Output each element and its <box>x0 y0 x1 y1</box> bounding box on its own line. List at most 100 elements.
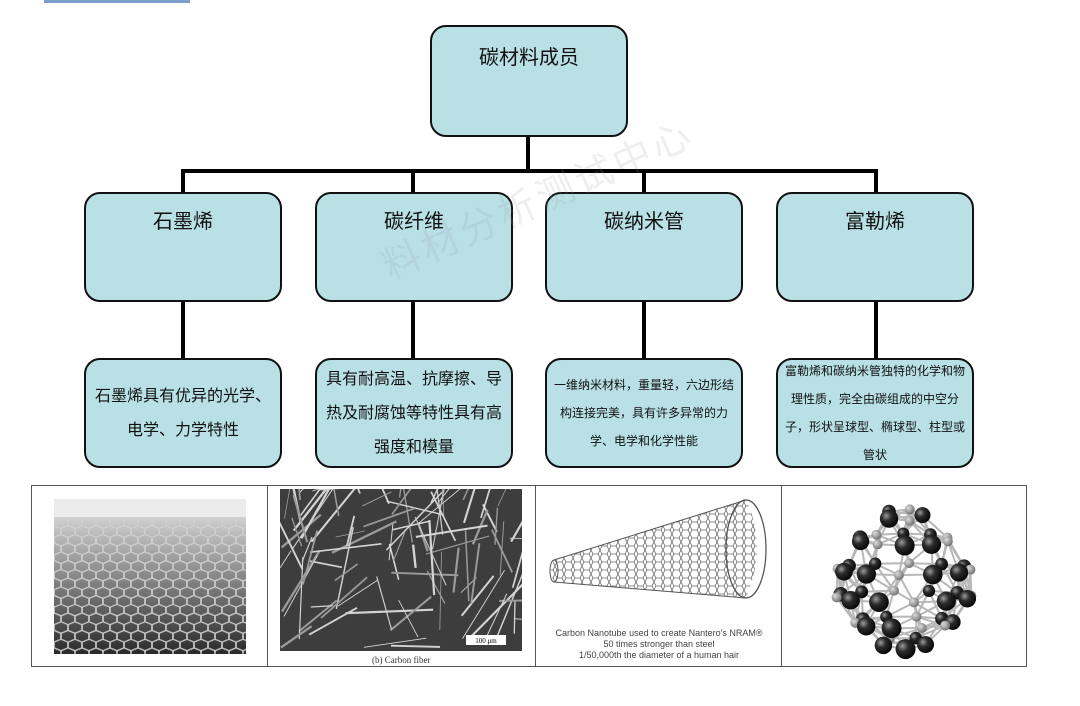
fullerene-atom <box>881 618 902 639</box>
carbon-fiber-strand <box>389 595 432 632</box>
carbon-fiber-strand <box>334 563 359 582</box>
carbon-fiber-strand <box>462 569 505 640</box>
carbon-fiber-strand <box>391 571 459 577</box>
carbon-fiber-strand <box>388 523 394 561</box>
carbon-fiber-strand <box>363 637 427 648</box>
fullerene-atom <box>904 558 915 569</box>
graphene-lattice-image <box>54 499 246 654</box>
carbon-fiber-strand <box>392 531 406 561</box>
carbon-fiber-strand <box>320 576 368 619</box>
fullerene-atom <box>893 570 904 581</box>
connector-to-carbon-fiber <box>411 169 415 193</box>
fullerene-atom <box>922 584 936 598</box>
fullerene-atom <box>856 616 876 636</box>
fullerene-bond <box>898 574 915 603</box>
fullerene-atom <box>856 564 877 584</box>
description-node-carbon-fiber: 具有耐高温、抗摩擦、导热及耐腐蚀等特性具有高强度和模量 <box>315 358 513 468</box>
fullerene-atom <box>936 591 956 611</box>
carbon-fiber-strand <box>430 489 439 504</box>
root-node: 碳材料成员 <box>430 25 628 137</box>
fullerene-atom <box>942 536 953 547</box>
connector-graphene-desc <box>181 302 185 359</box>
carbon-fiber-strand <box>464 530 470 602</box>
fullerene-atom <box>904 515 915 526</box>
carbon-fiber-strand <box>302 530 318 585</box>
fullerene-atom <box>872 539 883 550</box>
carbon-fiber-strand <box>417 489 461 525</box>
fullerene-atom <box>904 504 915 515</box>
fullerene-atom <box>916 622 927 633</box>
fullerene-atom <box>835 562 853 581</box>
fullerene-atom <box>922 564 943 585</box>
fullerene-atom <box>879 509 899 528</box>
carbon-fiber-strand <box>283 555 318 617</box>
carbon-fiber-strand <box>345 608 434 615</box>
carbon-fiber-image: 100 μm <box>280 489 522 651</box>
carbon-fiber-strand <box>513 601 516 634</box>
connector-horizontal <box>181 169 878 173</box>
fullerene-molecule-image <box>831 504 977 660</box>
carbon-fiber-strand <box>493 573 522 643</box>
category-label-fullerene: 富勒烯 <box>845 209 905 233</box>
fullerene-atom <box>841 590 860 610</box>
carbon-fiber-strand <box>510 520 522 543</box>
category-label-graphene: 石墨烯 <box>153 209 213 233</box>
connector-nanotube-desc <box>642 302 646 359</box>
carbon-fiber-strand <box>281 549 321 613</box>
carbon-fiber-strand <box>337 579 379 607</box>
description-node-fullerene: 富勒烯和碳纳米管独特的化学和物理性质，完全由碳组成的中空分子，形状呈球型、椭球型… <box>776 358 974 468</box>
fullerene-atom <box>831 592 842 603</box>
category-label-carbon-fiber: 碳纤维 <box>384 209 444 233</box>
carbon-fiber-strand <box>376 576 392 630</box>
carbon-fiber-strand <box>460 575 495 617</box>
image-cell-fullerene <box>782 486 1026 666</box>
carbon-fiber-strand <box>309 560 343 569</box>
connector-carbon-fiber-desc <box>411 302 415 359</box>
connector-to-fullerene <box>874 169 878 193</box>
carbon-fiber-strand <box>308 606 358 636</box>
carbon-fiber-strand <box>333 489 340 517</box>
carbon-fiber-strand <box>363 507 416 528</box>
carbon-fiber-strand <box>509 537 522 539</box>
category-node-nanotube: 碳纳米管 <box>545 192 743 302</box>
scale-bar-box <box>466 635 506 645</box>
carbon-fiber-strand <box>291 517 303 547</box>
carbon-fiber-strand <box>362 491 392 507</box>
image-panel: 100 μm (b) Carbon fiber Carbon Nanotube … <box>31 485 1027 667</box>
carbon-fiber-strand <box>430 491 457 542</box>
carbon-fiber-strand <box>386 500 444 516</box>
category-node-carbon-fiber: 碳纤维 <box>315 192 513 302</box>
connector-to-graphene <box>181 169 185 193</box>
carbon-fiber-strand <box>499 599 522 602</box>
carbon-fiber-strand <box>301 536 313 562</box>
fullerene-atom <box>869 592 889 612</box>
carbon-fiber-strand <box>280 625 313 649</box>
carbon-fiber-strand <box>462 489 469 501</box>
carbon-fiber-strand <box>439 551 442 630</box>
fullerene-atom <box>851 532 870 551</box>
carbon-fiber-strand <box>299 489 322 516</box>
fullerene-atom <box>889 585 900 596</box>
carbon-fiber-strand <box>513 617 522 621</box>
description-text-carbon-fiber: 具有耐高温、抗摩擦、导热及耐腐蚀等特性具有高强度和模量 <box>325 369 502 456</box>
carbon-fiber-strand <box>309 542 382 554</box>
category-label-nanotube: 碳纳米管 <box>604 209 684 233</box>
fullerene-atom <box>894 535 915 556</box>
carbon-fiber-strand <box>298 489 301 501</box>
category-node-fullerene: 富勒烯 <box>776 192 974 302</box>
carbon-fiber-strand <box>462 489 476 524</box>
description-node-nanotube: 一维纳米材料，重量轻，六边形结构连接完美，具有许多异常的力学、电学和化学性能 <box>545 358 743 468</box>
fullerene-atom <box>895 639 916 660</box>
carbon-fiber-strand <box>415 524 488 538</box>
carbon-fiber-strand <box>442 489 445 517</box>
fullerene-atom <box>874 636 893 655</box>
connector-root-down <box>526 137 530 171</box>
carbon-fiber-strand <box>310 489 356 543</box>
carbon-fiber-strand <box>426 570 446 604</box>
fullerene-atom <box>855 585 869 599</box>
carbon-fiber-caption: (b) Carbon fiber <box>372 655 431 665</box>
carbon-fiber-strand <box>392 520 430 531</box>
carbon-fiber-strand <box>494 507 499 545</box>
carbon-fiber-strand <box>499 521 505 576</box>
carbon-fiber-strand <box>469 583 522 638</box>
